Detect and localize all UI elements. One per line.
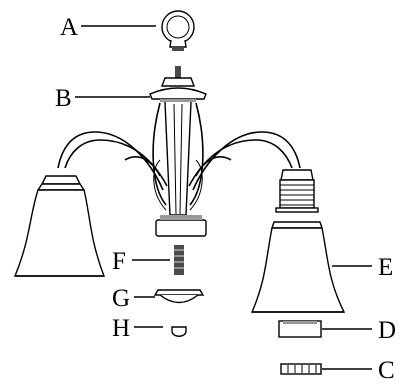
threaded-nipple-part (174, 245, 184, 275)
label-d: D (378, 317, 396, 344)
left-shade (13, 175, 106, 277)
right-socket (275, 169, 319, 213)
left-arm (57, 131, 168, 191)
canopy-part (149, 66, 207, 237)
shade-ring-part (278, 320, 322, 338)
label-g: G (112, 285, 130, 312)
label-b: B (55, 85, 72, 112)
ring-part (161, 10, 195, 51)
bottom-cup-part (153, 289, 205, 304)
glass-shade-part (250, 221, 346, 313)
label-c: C (378, 357, 395, 384)
finial-part (171, 326, 187, 337)
label-h: H (112, 315, 130, 342)
label-e: E (378, 254, 393, 281)
right-arm (188, 131, 301, 191)
label-f: F (112, 248, 126, 275)
lock-nut-part (280, 363, 322, 375)
label-a: A (60, 14, 78, 41)
